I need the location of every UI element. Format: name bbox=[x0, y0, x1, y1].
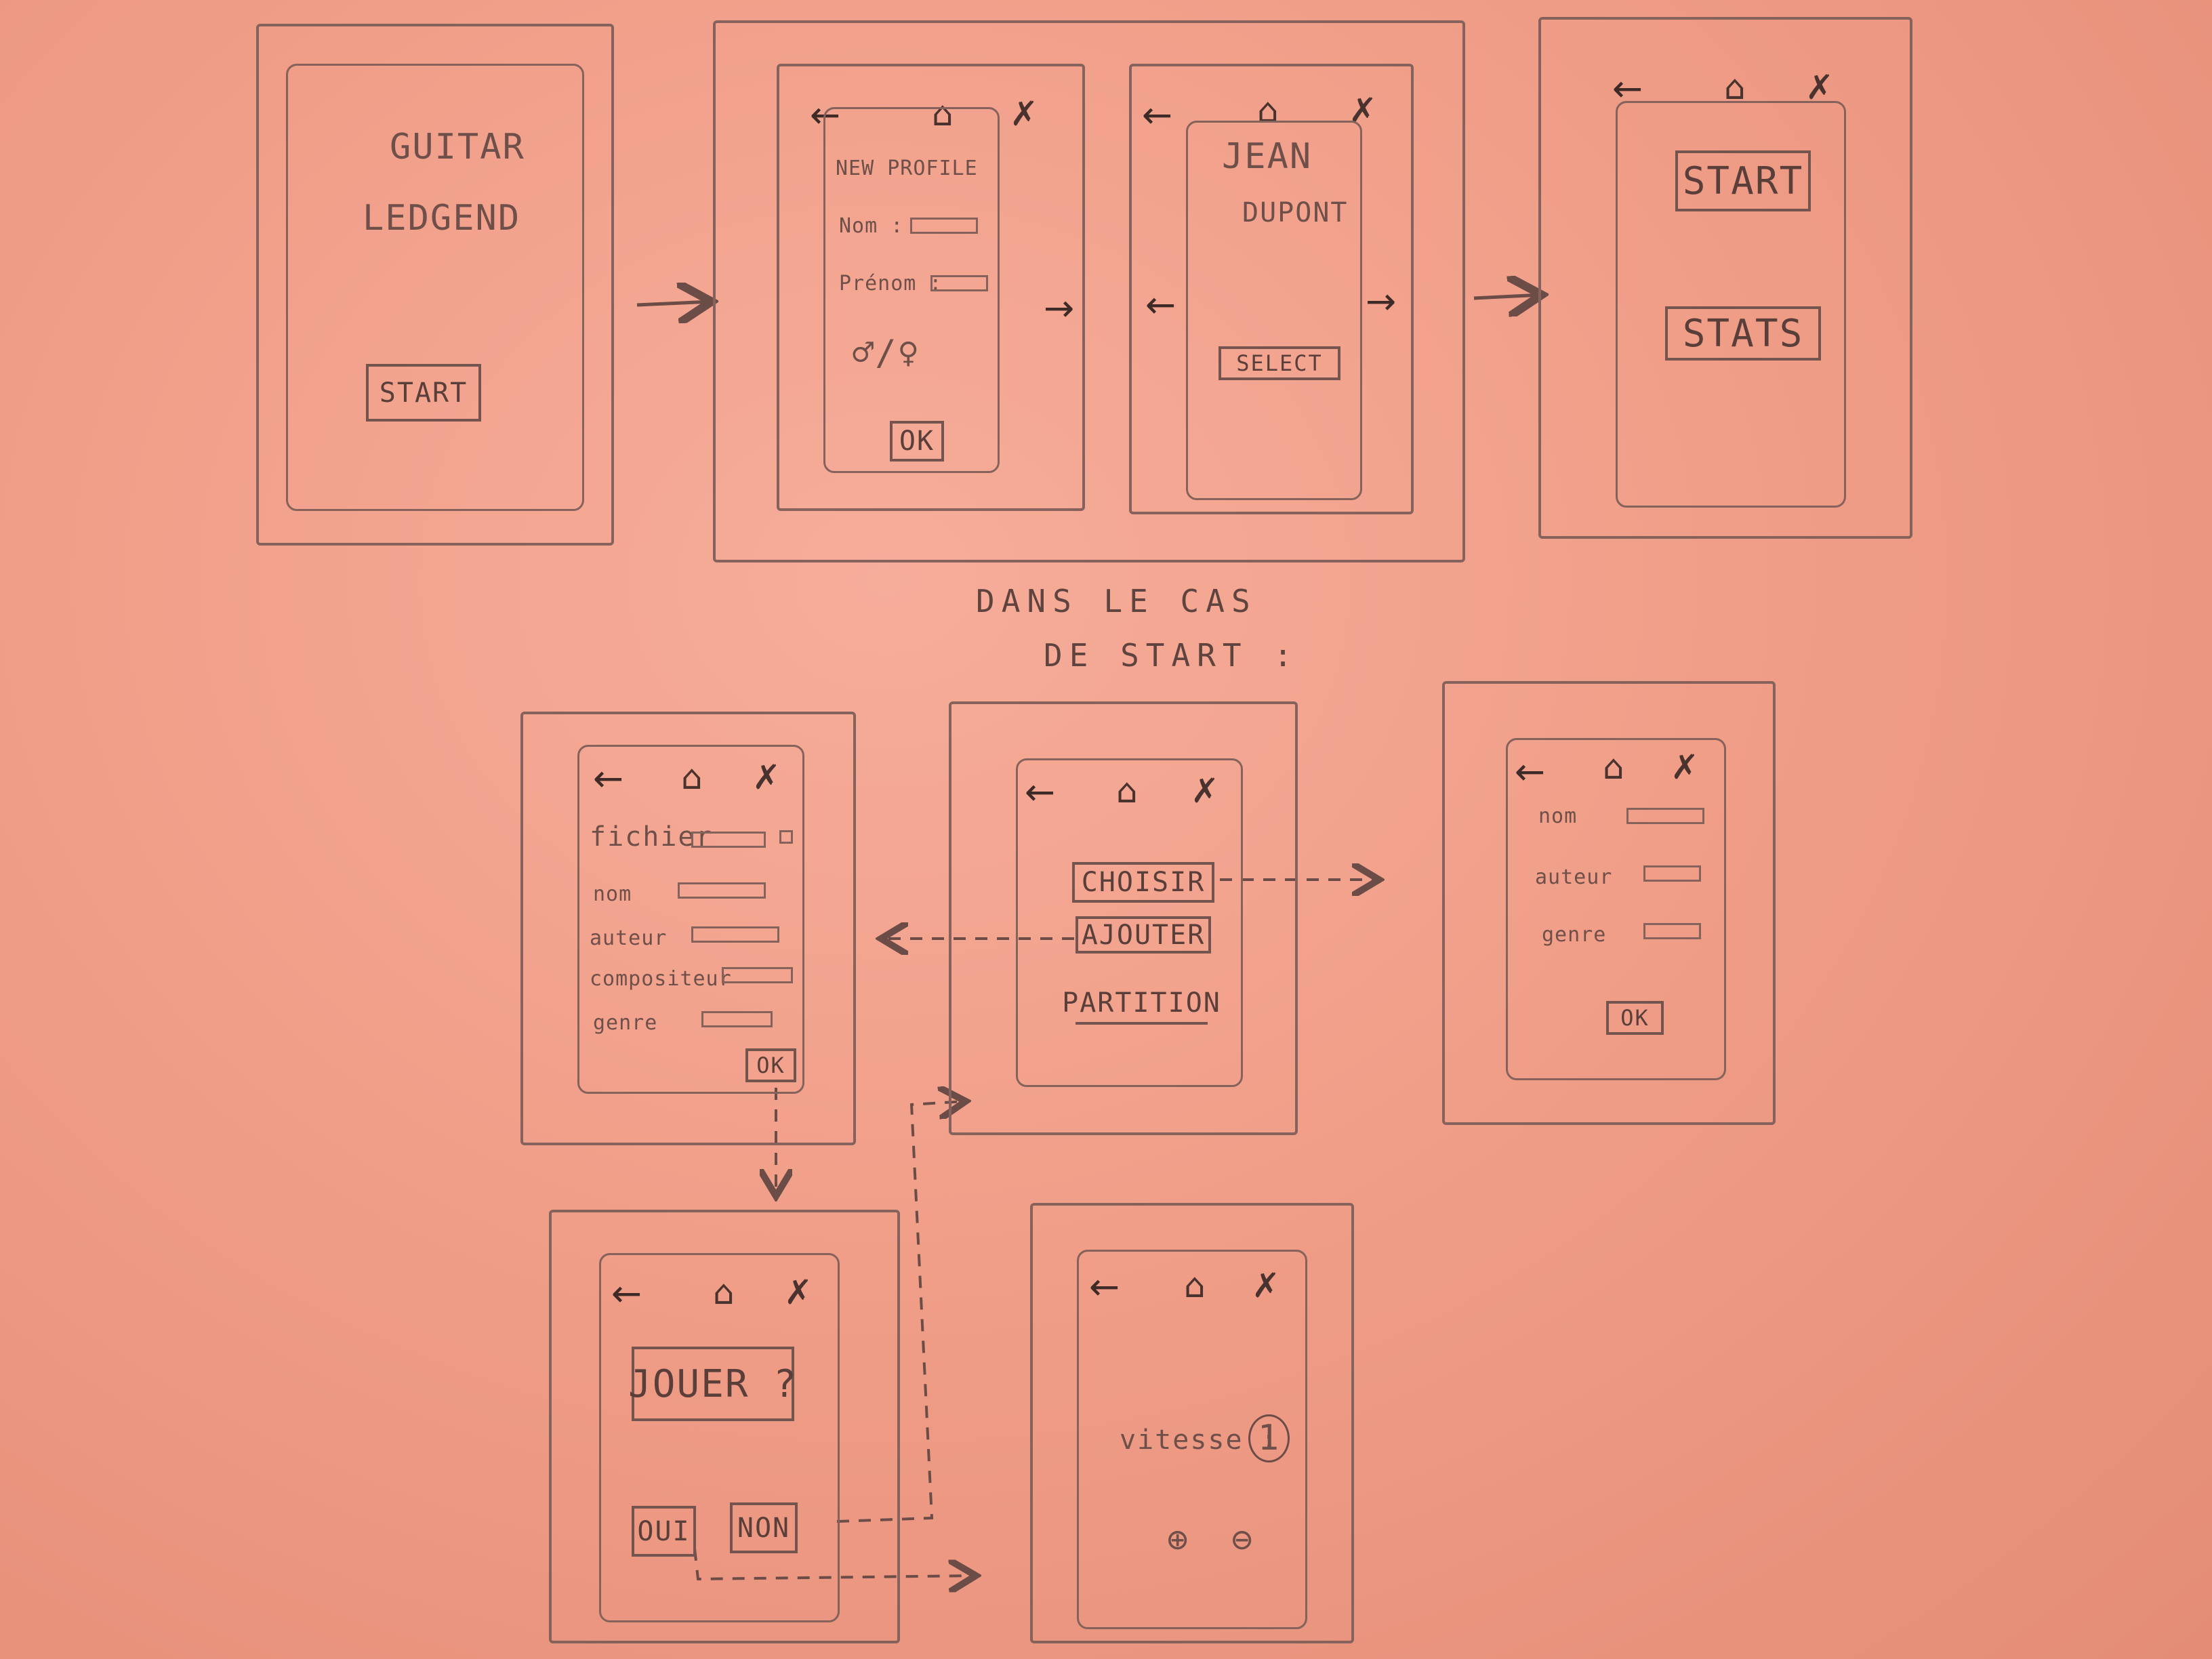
select-button[interactable]: SELECT bbox=[1218, 346, 1340, 380]
nom-label: nom bbox=[593, 882, 632, 906]
prenom-field[interactable] bbox=[930, 275, 988, 291]
frame-splash: GUITAR LEDGEND START bbox=[256, 24, 614, 546]
person-icon[interactable]: ✗ bbox=[1010, 94, 1038, 134]
person-icon[interactable]: ✗ bbox=[784, 1273, 813, 1312]
nom-field[interactable] bbox=[910, 218, 978, 234]
home-icon[interactable]: ⌂ bbox=[1184, 1266, 1206, 1305]
arrow-left-icon[interactable]: ← bbox=[611, 1272, 642, 1315]
screen-speed: ← ⌂ ✗ vitesse : 1 ⊕ ⊖ bbox=[1077, 1250, 1307, 1629]
home-icon[interactable]: ⌂ bbox=[713, 1273, 735, 1312]
genre-field[interactable] bbox=[1643, 923, 1701, 939]
jouer-prompt: JOUER ? bbox=[628, 1347, 796, 1421]
arrow-left-icon[interactable]: ← bbox=[1025, 771, 1056, 813]
app-title-line2: LEDGEND bbox=[363, 198, 521, 239]
ok-button[interactable]: OK bbox=[890, 421, 944, 462]
arrow-left-icon[interactable]: ← bbox=[1612, 67, 1643, 110]
choisir-button[interactable]: CHOISIR bbox=[1072, 862, 1214, 903]
arrow-left-icon[interactable]: ← bbox=[1145, 283, 1176, 326]
nom-label: Nom : bbox=[839, 214, 904, 238]
arrow-right-icon[interactable]: → bbox=[1044, 287, 1075, 329]
arrow-left-icon[interactable]: ← bbox=[1515, 750, 1546, 793]
arrow-left-icon[interactable]: ← bbox=[1089, 1265, 1120, 1308]
arrow-left-icon[interactable]: ← bbox=[1142, 94, 1173, 136]
subframe-new-profile: ← ⌂ ✗ NEW PROFILE Nom : Prénom : ♂/♀ OK … bbox=[777, 64, 1085, 511]
partition-button[interactable]: PARTITION bbox=[1062, 984, 1220, 1025]
home-icon[interactable]: ⌂ bbox=[681, 758, 703, 797]
new-profile-title: NEW PROFILE bbox=[836, 157, 978, 180]
frame-song-menu: ← ⌂ ✗ CHOISIR AJOUTER PARTITION bbox=[949, 701, 1298, 1135]
nom-field[interactable] bbox=[678, 882, 766, 899]
minus-icon[interactable]: ⊖ bbox=[1231, 1519, 1254, 1560]
gender-selector[interactable]: ♂/♀ bbox=[853, 333, 920, 373]
person-icon[interactable]: ✗ bbox=[1805, 68, 1834, 107]
compositeur-label: compositeur bbox=[590, 967, 732, 991]
auteur-label: auteur bbox=[590, 926, 668, 950]
person-icon[interactable]: ✗ bbox=[752, 758, 781, 797]
genre-field[interactable] bbox=[701, 1011, 773, 1027]
section-heading-line2: DE START : bbox=[1044, 637, 1299, 674]
person-icon[interactable]: ✗ bbox=[1671, 747, 1699, 787]
browse-button[interactable] bbox=[779, 830, 793, 844]
frame-search-song: ← ⌂ ✗ nom auteur genre OK bbox=[1442, 681, 1776, 1125]
frame-speed: ← ⌂ ✗ vitesse : 1 ⊕ ⊖ bbox=[1030, 1203, 1354, 1643]
home-icon[interactable]: ⌂ bbox=[1116, 771, 1138, 811]
app-title-line1: GUITAR bbox=[390, 127, 525, 167]
oui-button[interactable]: OUI bbox=[632, 1506, 696, 1557]
ok-button[interactable]: OK bbox=[745, 1048, 796, 1082]
arrow-right-icon[interactable]: → bbox=[1366, 280, 1397, 323]
ajouter-button[interactable]: AJOUTER bbox=[1076, 916, 1211, 954]
stats-button[interactable]: STATS bbox=[1665, 306, 1821, 361]
home-icon[interactable]: ⌂ bbox=[932, 94, 954, 134]
start-button[interactable]: START bbox=[1675, 150, 1811, 211]
screen-add-song: ← ⌂ ✗ fichier nom auteur compositeur gen… bbox=[577, 745, 804, 1094]
person-icon[interactable]: ✗ bbox=[1252, 1266, 1280, 1305]
screen-main-menu: START STATS bbox=[1616, 101, 1846, 508]
screen-play-prompt: ← ⌂ ✗ JOUER ? OUI NON bbox=[599, 1253, 840, 1622]
genre-label: genre bbox=[593, 1011, 658, 1035]
frame-play-prompt: ← ⌂ ✗ JOUER ? OUI NON bbox=[549, 1210, 900, 1643]
auteur-label: auteur bbox=[1535, 865, 1613, 889]
frame-profile: ← ⌂ ✗ NEW PROFILE Nom : Prénom : ♂/♀ OK … bbox=[713, 20, 1465, 562]
ok-button[interactable]: OK bbox=[1606, 1001, 1664, 1035]
home-icon[interactable]: ⌂ bbox=[1724, 68, 1746, 107]
frame-main-menu: ← ⌂ ✗ START STATS bbox=[1538, 17, 1912, 539]
arrow-left-icon[interactable]: ← bbox=[593, 757, 624, 800]
nom-label: nom bbox=[1538, 804, 1578, 828]
nom-field[interactable] bbox=[1626, 808, 1704, 824]
screen-splash: GUITAR LEDGEND START bbox=[286, 64, 584, 511]
home-icon[interactable]: ⌂ bbox=[1603, 747, 1624, 787]
screen-select-profile: JEAN DUPONT SELECT bbox=[1186, 121, 1362, 500]
non-button[interactable]: NON bbox=[730, 1502, 798, 1553]
genre-label: genre bbox=[1542, 923, 1607, 947]
auteur-field[interactable] bbox=[691, 926, 779, 943]
compositeur-field[interactable] bbox=[722, 967, 793, 983]
arrow-profile-to-menu bbox=[1473, 295, 1542, 298]
frame-add-song: ← ⌂ ✗ fichier nom auteur compositeur gen… bbox=[520, 712, 856, 1145]
fichier-field[interactable] bbox=[691, 832, 766, 848]
prenom-label: Prénom : bbox=[839, 272, 943, 295]
arrow-splash-to-profile bbox=[636, 302, 712, 305]
screen-song-menu: ← ⌂ ✗ CHOISIR AJOUTER PARTITION bbox=[1016, 758, 1243, 1087]
screen-search-song: ← ⌂ ✗ nom auteur genre OK bbox=[1506, 738, 1726, 1080]
subframe-select-profile: ← ⌂ ✗ JEAN DUPONT SELECT ← → bbox=[1129, 64, 1414, 514]
start-button[interactable]: START bbox=[366, 364, 481, 422]
speed-value: 1 bbox=[1248, 1414, 1290, 1462]
profile-last-name: DUPONT bbox=[1242, 197, 1349, 228]
auteur-field[interactable] bbox=[1643, 865, 1701, 882]
plus-icon[interactable]: ⊕ bbox=[1167, 1519, 1190, 1560]
screen-new-profile: NEW PROFILE Nom : Prénom : ♂/♀ OK bbox=[823, 107, 1000, 473]
person-icon[interactable]: ✗ bbox=[1191, 771, 1219, 811]
section-heading-line1: DANS LE CAS bbox=[976, 583, 1257, 619]
profile-first-name: JEAN bbox=[1222, 136, 1313, 177]
